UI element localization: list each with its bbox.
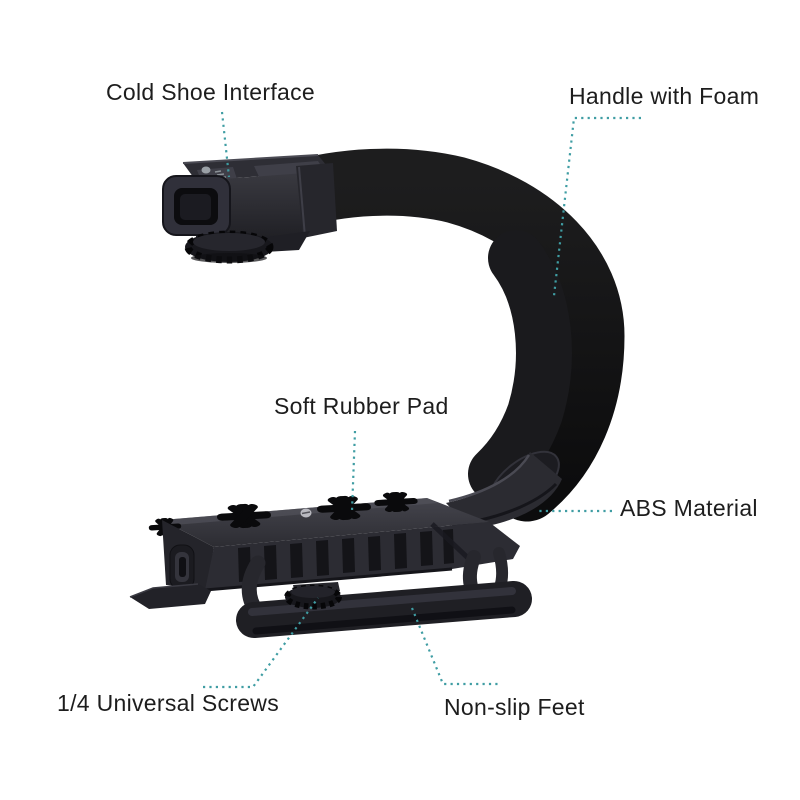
- foot-rail: [236, 547, 532, 638]
- callout-line-cold-shoe: [220, 111, 231, 178]
- callout-line-feet: [410, 607, 498, 686]
- locking-knob: [184, 230, 274, 264]
- callout-lines: [203, 111, 641, 689]
- mounting-screw: [300, 508, 312, 518]
- base-plate: [129, 490, 520, 609]
- side-latch: [169, 544, 195, 590]
- base-ribs: [238, 529, 454, 582]
- cold-shoe-mount: [162, 154, 337, 264]
- left-foot-pad: [129, 583, 211, 609]
- label-non-slip-feet: Non-slip Feet: [444, 694, 585, 720]
- label-abs-material: ABS Material: [620, 495, 758, 521]
- quarter-inch-screw-knob: [284, 582, 342, 610]
- label-handle-with-foam: Handle with Foam: [569, 83, 760, 109]
- label-universal-screws: 1/4 Universal Screws: [57, 690, 280, 716]
- label-soft-rubber-pad: Soft Rubber Pad: [274, 393, 449, 419]
- callout-line-screws: [203, 597, 319, 689]
- label-cold-shoe-interface: Cold Shoe Interface: [106, 79, 315, 105]
- foam-handle: [256, 148, 625, 522]
- callout-line-handle-foam: [552, 116, 641, 297]
- callout-line-rubber-pad: [350, 430, 357, 512]
